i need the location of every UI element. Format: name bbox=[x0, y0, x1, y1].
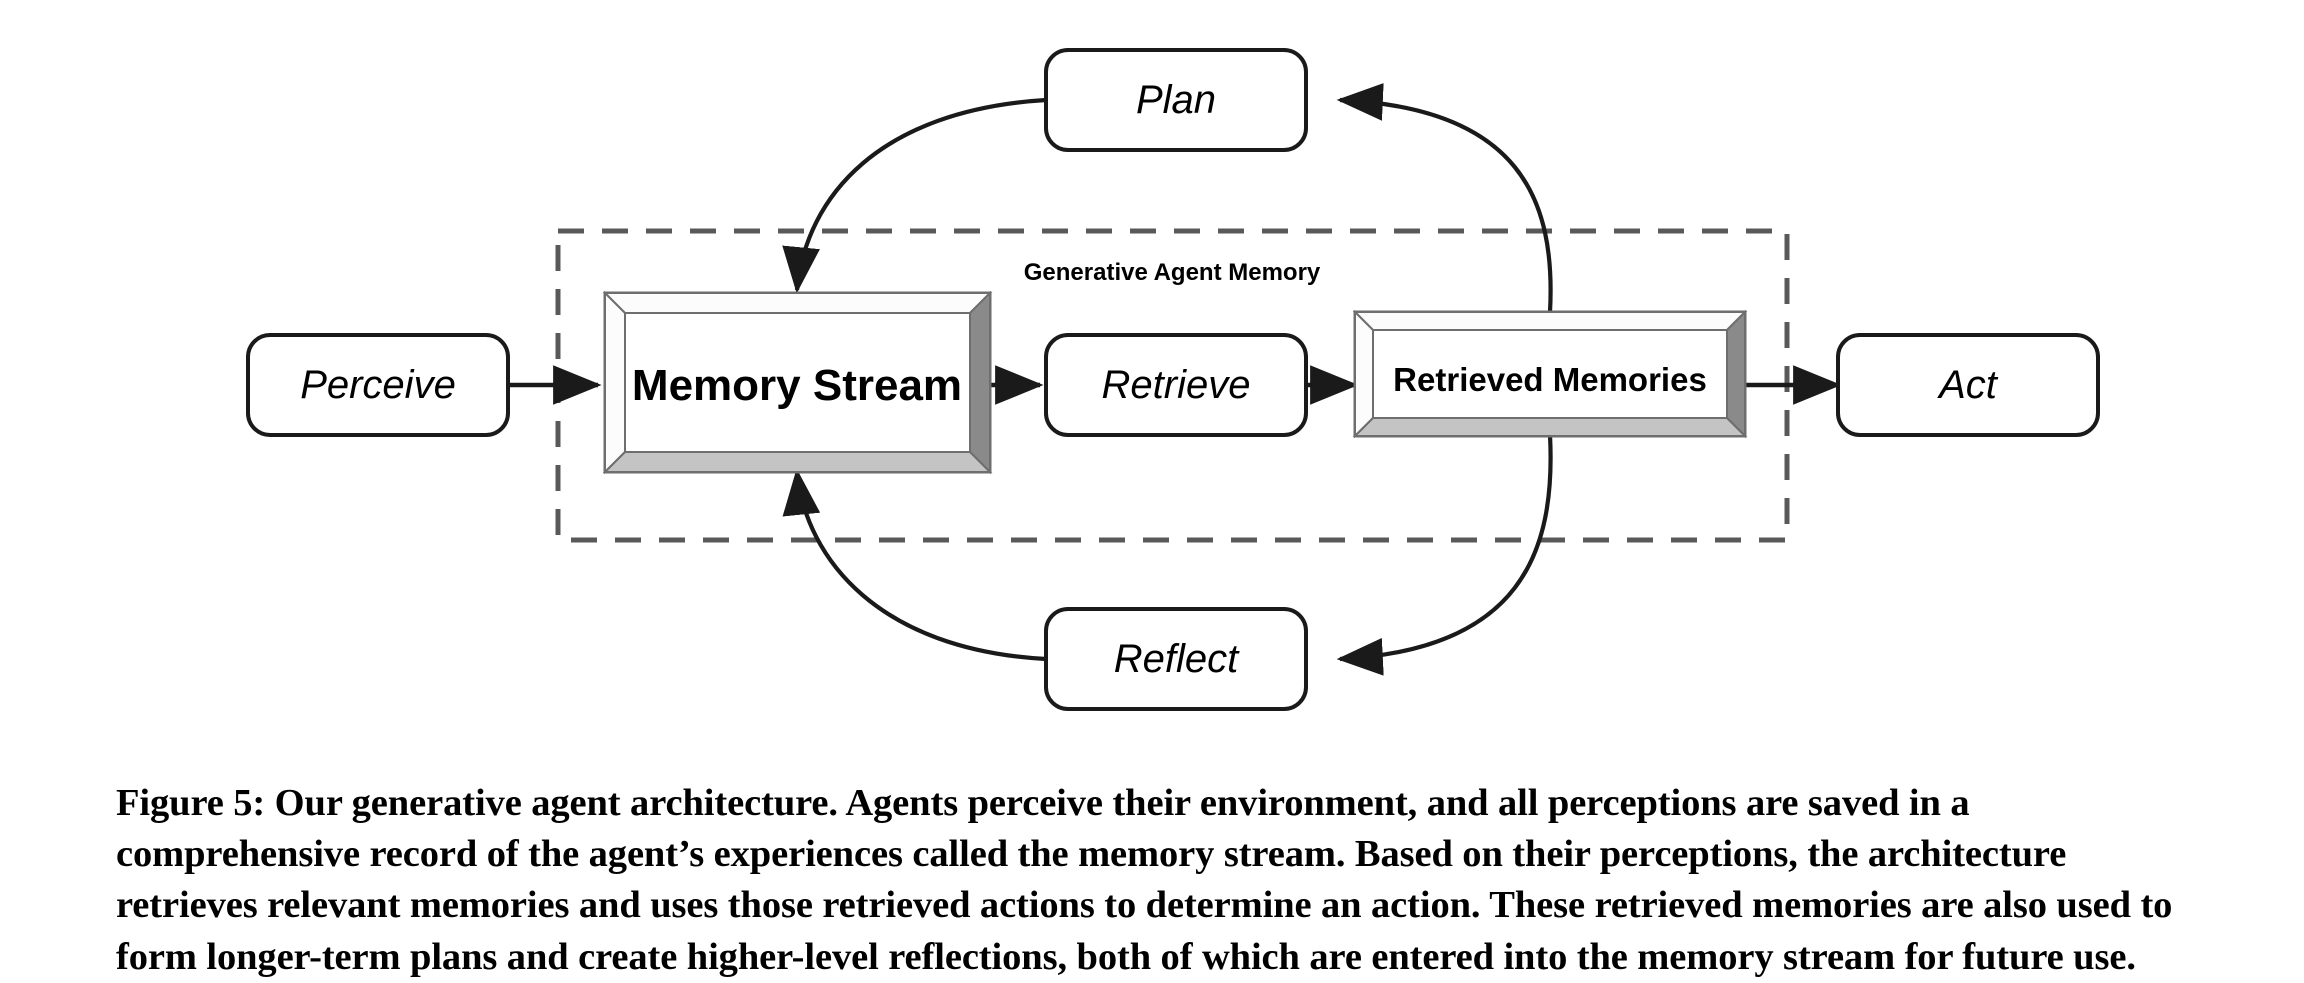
node-perceive-shape[interactable] bbox=[246, 333, 510, 437]
node-retrieved-memories[interactable]: Retrieved Memories bbox=[1352, 309, 1748, 439]
node-memory-stream-label: Memory Stream bbox=[632, 361, 962, 410]
edge-retrieved-memories-to-plan bbox=[1336, 83, 1553, 313]
node-reflect-shape[interactable] bbox=[1044, 607, 1308, 711]
curved-edges bbox=[782, 83, 1553, 676]
bevel-face-right bbox=[1726, 309, 1746, 439]
node-reflect-label: Reflect bbox=[1114, 637, 1240, 681]
node-act-shape[interactable] bbox=[1836, 333, 2100, 437]
node-retrieve-shape[interactable] bbox=[1044, 333, 1308, 437]
node-retrieve[interactable]: Retrieve bbox=[1044, 333, 1308, 437]
bevel-face-bottom bbox=[1352, 417, 1748, 437]
node-plan-label: Plan bbox=[1136, 78, 1216, 122]
node-retrieved-memories-inner-panel bbox=[1372, 329, 1728, 419]
edge-plan-to-memory-stream bbox=[782, 97, 1047, 294]
group-title-label: Generative Agent Memory bbox=[1024, 259, 1321, 286]
bevel-face-left bbox=[604, 290, 626, 475]
bevel-face-bottom bbox=[602, 451, 993, 473]
bevel-face-top bbox=[1352, 311, 1748, 331]
edge-retrieved-memories-to-reflect bbox=[1336, 434, 1553, 676]
figure-caption: Figure 5: Our generative agent architect… bbox=[116, 782, 2182, 978]
node-plan-shape[interactable] bbox=[1044, 48, 1308, 152]
node-act[interactable]: Act bbox=[1836, 333, 2100, 437]
node-perceive-label: Perceive bbox=[300, 363, 456, 407]
node-retrieve-label: Retrieve bbox=[1102, 363, 1251, 407]
node-plan[interactable]: Plan bbox=[1044, 48, 1308, 152]
node-memory-stream[interactable]: Memory Stream bbox=[602, 290, 993, 475]
node-act-label: Act bbox=[1937, 363, 1999, 407]
edge-reflect-to-memory-stream bbox=[782, 468, 1047, 662]
generative-agent-architecture-diagram: Generative Agent Memory Perceive bbox=[246, 48, 2100, 711]
bevel-face-left bbox=[1354, 309, 1374, 439]
node-perceive[interactable]: Perceive bbox=[246, 333, 510, 437]
node-reflect[interactable]: Reflect bbox=[1044, 607, 1308, 711]
node-retrieved-memories-label: Retrieved Memories bbox=[1393, 361, 1707, 398]
bevel-face-top bbox=[602, 292, 993, 314]
node-memory-stream-inner-panel bbox=[624, 312, 971, 453]
bevel-face-right bbox=[969, 290, 991, 475]
